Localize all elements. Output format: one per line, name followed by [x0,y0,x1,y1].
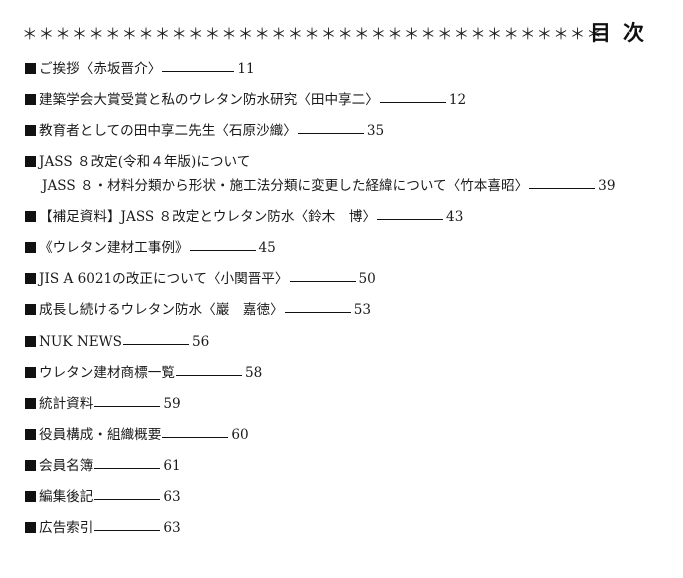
toc-entry-page: 35 [366,123,385,139]
toc-entry-growing-waterproofing[interactable]: 成長し続けるウレタン防水〈巖 嘉徳〉 53 [25,301,371,319]
leader-line [94,467,161,469]
leader-line [377,218,444,220]
square-bullet-icon [25,94,36,105]
square-bullet-icon [25,242,36,253]
toc-entry-member-list[interactable]: 会員名簿 61 [25,457,181,475]
square-bullet-icon [25,491,36,502]
toc-entry-title: ご挨拶〈赤坂晋介〉 [39,61,162,77]
square-bullet-icon [25,429,36,440]
toc-entry-page: 56 [191,334,210,350]
square-bullet-icon [25,367,36,378]
toc-entry-title: 教育者としての田中享二先生〈石原沙織〉 [39,123,297,139]
toc-entry-page: 58 [244,365,263,381]
toc-entry-award[interactable]: 建築学会大賞受賞と私のウレタン防水研究〈田中享二〉 12 [25,91,466,109]
toc-header: ＊＊＊＊＊＊＊＊＊＊＊＊＊＊＊＊＊＊＊＊＊＊＊＊＊＊＊＊＊＊＊＊＊＊＊ 目次 [22,18,662,50]
toc-entry-officers[interactable]: 役員構成・組織概要 60 [25,426,249,444]
leader-line [162,436,229,438]
toc-entry-nuk-news[interactable]: NUK NEWS 56 [25,333,209,351]
toc-entry-page: 45 [258,240,276,256]
toc-entry-page: 63 [163,489,181,505]
toc-entry-title: 会員名簿 [39,458,94,474]
toc-entry-trademarks[interactable]: ウレタン建材商標一覧 58 [25,364,262,382]
square-bullet-icon [25,63,36,74]
toc-entry-jass8-revision[interactable]: JASS ８改定(令和４年版)について [25,153,250,171]
toc-entry-subtitle: JASS ８・材料分類から形状・施工法分類に変更した経緯について〈竹本喜昭〉 [42,178,529,194]
toc-entry-title: JASS ８改定(令和４年版)について [39,154,251,170]
toc-entry-case-studies[interactable]: 《ウレタン建材工事例》 45 [25,239,276,257]
toc-entry-title: ウレタン建材商標一覧 [39,365,175,381]
square-bullet-icon [25,398,36,409]
toc-entry-supplement[interactable]: 【補足資料】JASS ８改定とウレタン防水〈鈴木 博〉 43 [25,208,463,226]
toc-entry-ad-index[interactable]: 広告索引 63 [25,519,181,537]
toc-entry-page: 39 [598,178,616,194]
toc-entry-title: 編集後記 [39,489,94,505]
square-bullet-icon [25,336,36,347]
toc-entry-page: 53 [353,302,371,318]
toc-entry-title: 建築学会大賞受賞と私のウレタン防水研究〈田中享二〉 [39,92,379,108]
toc-entry-greeting[interactable]: ご挨拶〈赤坂晋介〉 11 [25,60,255,78]
toc-entry-jis-revision[interactable]: JIS A 6021の改正について〈小関晋平〉 50 [25,270,376,288]
leader-line [284,311,351,313]
leader-line [297,132,364,134]
toc-entry-title: 《ウレタン建材工事例》 [39,240,189,256]
toc-entry-page: 50 [358,271,376,287]
square-bullet-icon [25,304,36,315]
square-bullet-icon [25,125,36,136]
toc-entry-title: 広告索引 [39,520,94,536]
leader-line [162,70,235,72]
square-bullet-icon [25,156,36,167]
toc-entry-editors-note[interactable]: 編集後記 63 [25,488,181,506]
toc-entry-educator[interactable]: 教育者としての田中享二先生〈石原沙織〉 35 [25,122,384,140]
toc-entry-jass8-subtitle[interactable]: JASS ８・材料分類から形状・施工法分類に変更した経緯について〈竹本喜昭〉 3… [42,177,615,195]
toc-entry-title: JIS A 6021の改正について〈小関晋平〉 [39,271,289,287]
leader-line [122,343,189,345]
toc-entry-page: 12 [448,92,467,108]
toc-entry-page: 11 [237,61,255,77]
toc-entry-title: 【補足資料】JASS ８改定とウレタン防水〈鈴木 博〉 [39,209,377,225]
leader-line [94,529,161,531]
leader-line [529,187,596,189]
toc-entry-title: NUK NEWS [39,334,122,350]
leader-line [175,374,242,376]
leader-line [189,249,256,251]
leader-line [94,405,161,407]
square-bullet-icon [25,522,36,533]
toc-entry-title: 役員構成・組織概要 [39,427,162,443]
toc-entry-page: 59 [163,396,181,412]
toc-entry-page: 61 [163,458,181,474]
leader-line [94,498,161,500]
square-bullet-icon [25,211,36,222]
square-bullet-icon [25,460,36,471]
toc-entry-title: 成長し続けるウレタン防水〈巖 嘉徳〉 [39,302,284,318]
decorative-asterisk-row: ＊＊＊＊＊＊＊＊＊＊＊＊＊＊＊＊＊＊＊＊＊＊＊＊＊＊＊＊＊＊＊＊＊＊＊ [22,25,604,43]
leader-line [379,101,446,103]
toc-entry-title: 統計資料 [39,396,94,412]
toc-entry-page: 43 [446,209,464,225]
toc-entry-statistics[interactable]: 統計資料 59 [25,395,181,413]
page-title: 目次 [590,21,656,45]
square-bullet-icon [25,273,36,284]
toc-entry-page: 63 [163,520,181,536]
leader-line [289,280,356,282]
toc-entry-page: 60 [231,427,249,443]
